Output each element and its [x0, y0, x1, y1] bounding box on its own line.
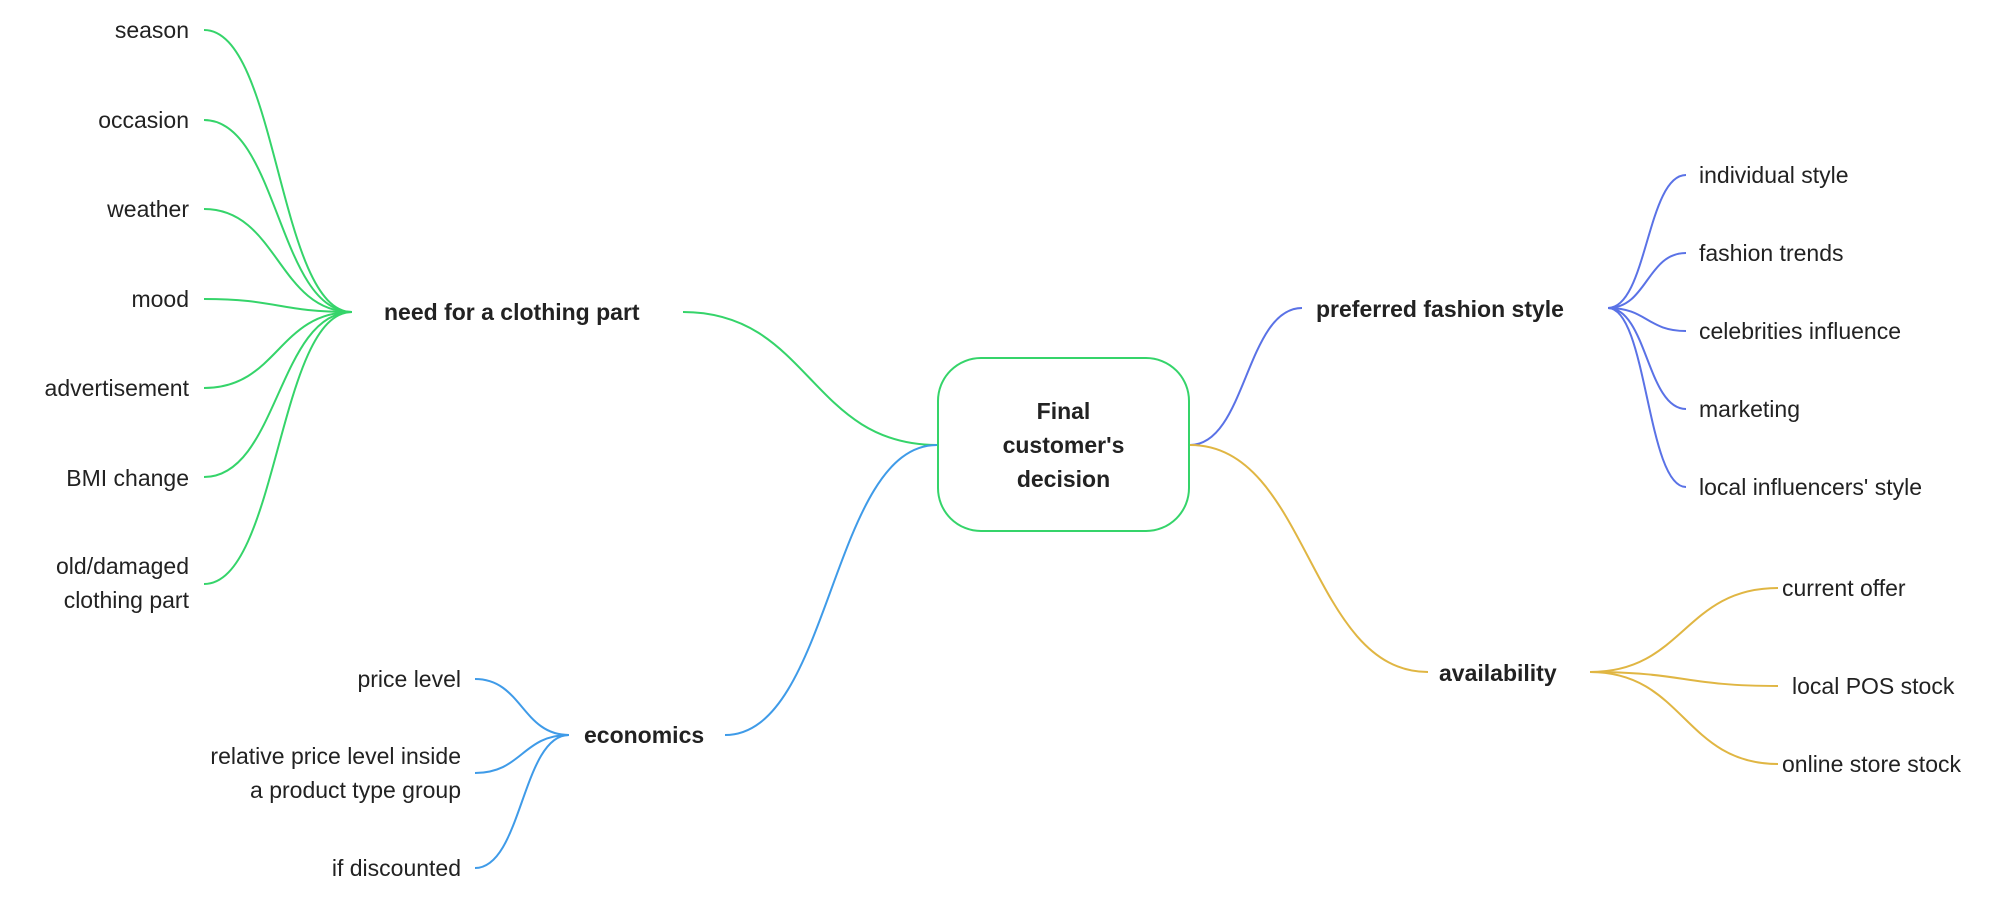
- branch-need-label[interactable]: need for a clothing part: [384, 299, 640, 325]
- need-item[interactable]: occasion: [98, 107, 189, 133]
- connector-economics-item: [474, 678, 570, 736]
- connector-need-item: [203, 29, 353, 313]
- economics-item[interactable]: price level: [357, 666, 461, 692]
- connector-need-item: [203, 298, 353, 313]
- connector-need-item: [203, 311, 353, 585]
- connector-center-style: [1189, 307, 1303, 446]
- connector-style-item: [1607, 252, 1687, 309]
- connector-style-item: [1607, 174, 1687, 309]
- style-item[interactable]: local influencers' style: [1699, 474, 1922, 500]
- connector-economics-item: [474, 734, 570, 869]
- connector-economics-item: [474, 734, 570, 774]
- connector-need-item: [203, 208, 353, 313]
- branch-style-label[interactable]: preferred fashion style: [1316, 296, 1564, 322]
- availability-item[interactable]: online store stock: [1782, 751, 1961, 777]
- connector-style-item: [1607, 307, 1687, 488]
- style-item[interactable]: fashion trends: [1699, 240, 1844, 266]
- connector-need-item: [203, 311, 353, 478]
- need-connectors: [203, 29, 353, 585]
- need-item[interactable]: BMI change: [66, 465, 189, 491]
- connector-need-item: [203, 311, 353, 389]
- connector-need-item: [203, 119, 353, 313]
- branch-availability-label[interactable]: availability: [1439, 660, 1557, 686]
- style-item[interactable]: individual style: [1699, 162, 1849, 188]
- central-topic[interactable]: Final customer's decision: [937, 357, 1190, 532]
- connector-center-need: [682, 311, 938, 446]
- branch-economics-label[interactable]: economics: [584, 722, 705, 748]
- need-item[interactable]: mood: [131, 286, 189, 312]
- need-item[interactable]: season: [114, 17, 189, 43]
- style-item[interactable]: marketing: [1699, 396, 1800, 422]
- availability-item[interactable]: local POS stock: [1792, 673, 1955, 699]
- style-connectors: [1607, 174, 1687, 488]
- connector-style-item: [1607, 307, 1687, 332]
- connector-center-availability: [1189, 444, 1429, 673]
- connector-style-item: [1607, 307, 1687, 410]
- connector-availability-item: [1589, 671, 1779, 687]
- economics-item[interactable]: relative price level inside a product ty…: [210, 743, 461, 803]
- need-item[interactable]: weather: [107, 196, 189, 222]
- economics-connectors: [474, 678, 570, 869]
- availability-item[interactable]: current offer: [1782, 575, 1906, 601]
- need-item[interactable]: old/damaged clothing part: [56, 553, 189, 613]
- connector-availability-item: [1589, 587, 1779, 673]
- availability-connectors: [1589, 587, 1779, 765]
- style-item[interactable]: celebrities influence: [1699, 318, 1902, 344]
- need-item[interactable]: advertisement: [44, 375, 189, 401]
- connector-availability-item: [1589, 671, 1779, 765]
- economics-item[interactable]: if discounted: [331, 855, 461, 881]
- center-connectors: [682, 307, 1429, 736]
- central-topic-label: Final customer's decision: [1002, 397, 1125, 492]
- connector-center-economics: [724, 444, 938, 736]
